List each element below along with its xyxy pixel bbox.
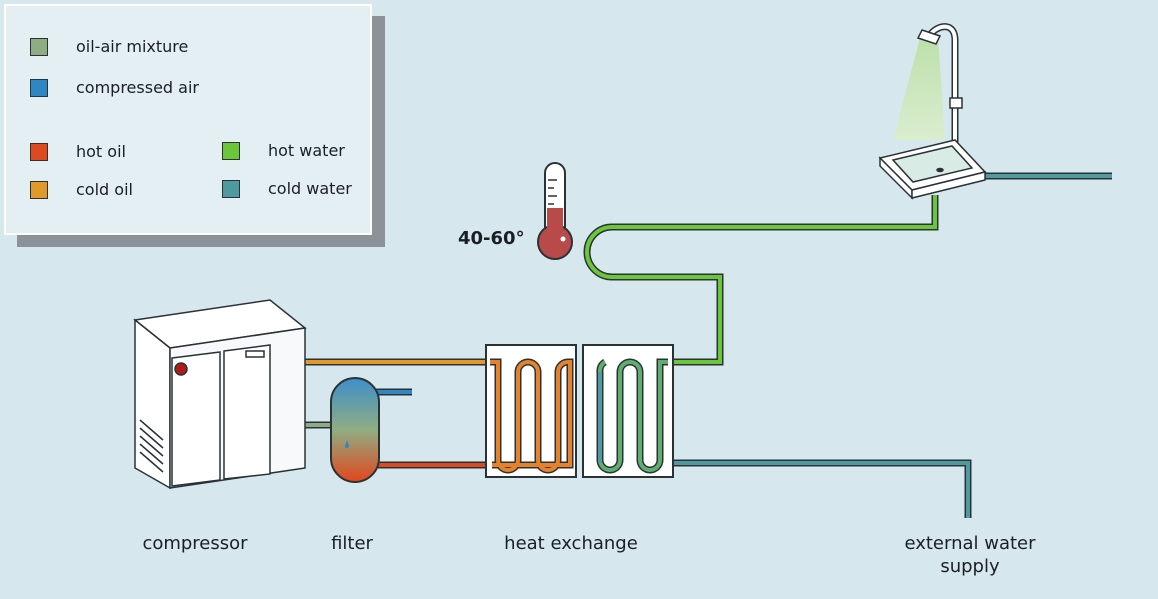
legend: oil-air mixture compressed air hot oil c… — [4, 4, 372, 235]
legend-swatch-oil-air — [30, 37, 48, 56]
legend-label: compressed air — [76, 78, 199, 97]
legend-item: oil-air mixture — [30, 37, 188, 56]
caption-filter: filter — [331, 533, 373, 554]
legend-item: hot water — [222, 141, 345, 160]
hot-water-pipe — [583, 195, 939, 366]
legend-label: hot water — [268, 141, 345, 160]
legend-swatch-hot-water — [222, 141, 240, 160]
caption-water-supply: external water supply — [904, 533, 1036, 577]
legend-item: cold water — [222, 179, 352, 198]
caption-compressor: compressor — [142, 533, 248, 554]
legend-item: hot oil — [30, 142, 126, 161]
legend-label: oil-air mixture — [76, 37, 189, 56]
heat-exchanger-icon — [485, 344, 674, 478]
filter-tank-icon — [330, 377, 380, 483]
legend-swatch-cold-oil — [30, 180, 48, 199]
legend-label: hot oil — [76, 142, 126, 161]
legend-swatch-cold-water — [222, 179, 240, 198]
temperature-label: 40-60° — [458, 228, 525, 249]
legend-label: cold oil — [76, 180, 133, 199]
shower-icon — [893, 23, 963, 165]
sink-icon — [878, 139, 987, 200]
legend-item: cold oil — [30, 180, 133, 199]
compressor-icon — [133, 299, 307, 490]
legend-label: cold water — [268, 179, 352, 198]
legend-swatch-hot-oil — [30, 142, 48, 161]
legend-swatch-compressed-air — [30, 78, 48, 97]
legend-item: compressed air — [30, 78, 199, 97]
caption-heat-exchange: heat exchange — [504, 533, 638, 554]
thermometer-icon — [537, 162, 573, 260]
cold-water-pipe — [600, 459, 972, 518]
